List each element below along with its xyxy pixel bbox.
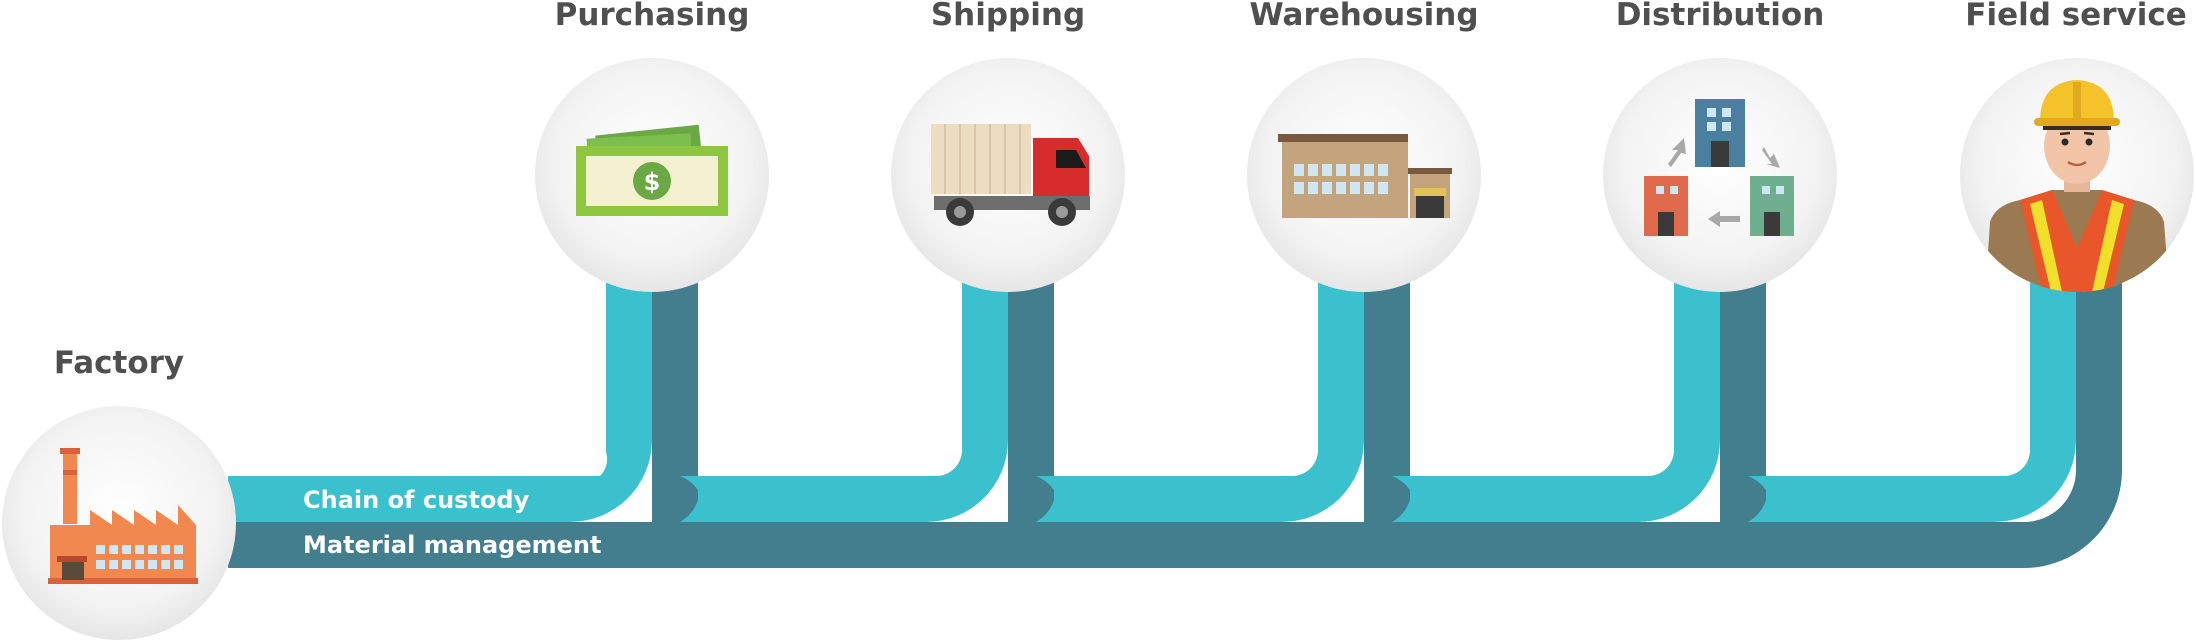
chain-of-custody-segment-3 [1036, 270, 1364, 522]
factory-node [2, 406, 236, 640]
field-worker-icon [1985, 80, 2170, 292]
money-icon: $ [576, 124, 728, 216]
chain-of-custody-segment-2 [680, 270, 1008, 522]
stage-label-shipping: Shipping [931, 0, 1085, 33]
warehousing-node [1247, 58, 1481, 292]
stage-label-distribution: Distribution [1616, 0, 1825, 33]
material-management-end-bend [2000, 270, 2122, 568]
material-management-riser-warehousing [1364, 270, 1410, 550]
material-management-riser-purchasing [652, 270, 698, 550]
chain-of-custody-segment-4 [1392, 270, 1720, 522]
purchasing-node: $ [535, 58, 769, 292]
warehouse-icon [1278, 134, 1452, 218]
distribution-buildings-icon [1644, 99, 1794, 236]
material-management-lane [228, 270, 2122, 568]
stage-label-warehousing: Warehousing [1249, 0, 1478, 33]
stage-label-field-service: Field service [1965, 0, 2186, 33]
chain-of-custody-label: Chain of custody [303, 486, 530, 514]
stage-label-factory: Factory [54, 345, 184, 381]
svg-text:$: $ [644, 168, 661, 196]
factory-icon [48, 448, 198, 584]
distribution-node [1603, 58, 1837, 292]
field-service-node [1960, 58, 2194, 292]
material-management-riser-distribution [1720, 270, 1766, 550]
stage-label-purchasing: Purchasing [555, 0, 750, 33]
chain-of-custody-lane [228, 270, 2076, 522]
truck-icon [931, 124, 1090, 226]
chain-of-custody-segment-5 [1748, 270, 2076, 522]
material-management-label: Material management [303, 531, 601, 559]
material-management-riser-shipping [1008, 270, 1054, 550]
shipping-node [891, 58, 1125, 292]
chain-of-custody-segment-1 [228, 270, 652, 522]
distribution-circle [1603, 58, 1837, 292]
